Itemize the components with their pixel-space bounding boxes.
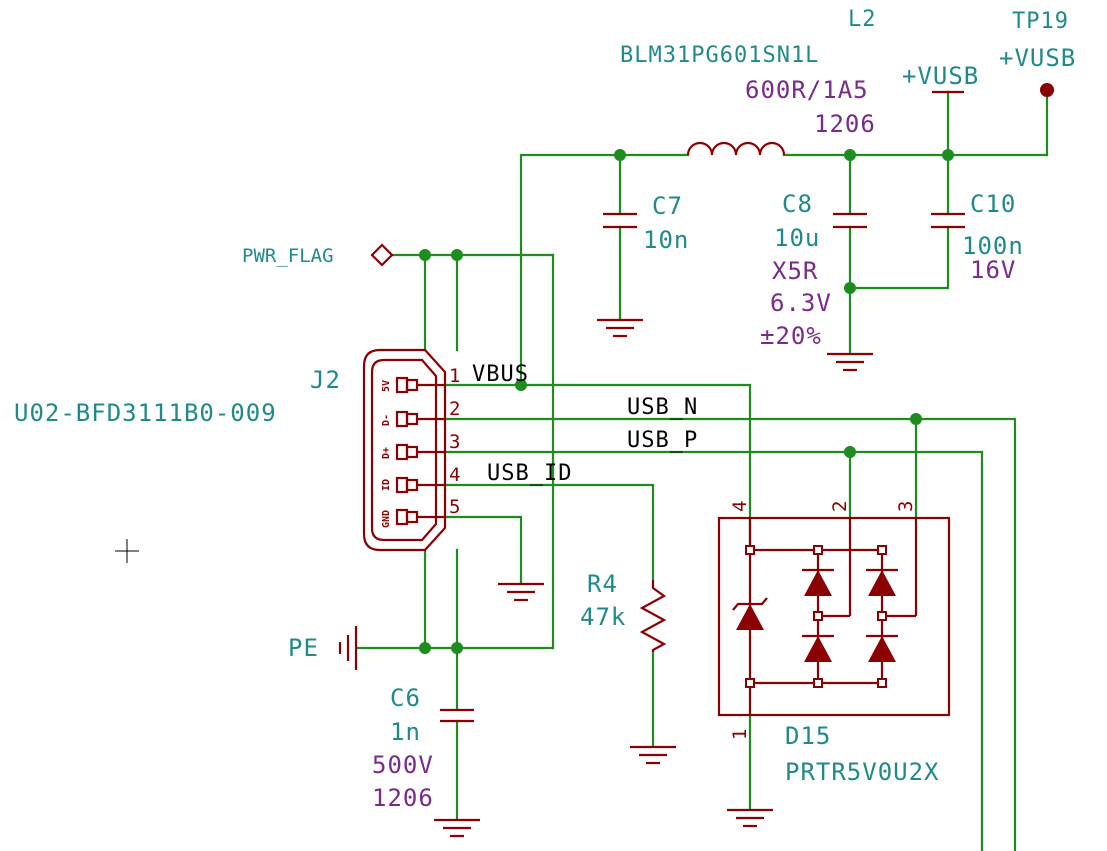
vusb-label: +VUSB bbox=[902, 62, 979, 90]
d15-pin-number-4: 4 bbox=[729, 501, 751, 512]
r4-value: 47k bbox=[580, 603, 626, 631]
capacitor-c10: C10 100n 16V bbox=[931, 190, 1024, 284]
j2-pin-number-1: 1 bbox=[449, 365, 460, 387]
net-label-vbus: VBUS bbox=[472, 362, 529, 387]
j2-pin-number-2: 2 bbox=[449, 398, 460, 420]
c10-ref: C10 bbox=[970, 190, 1016, 218]
d15-part: PRTR5V0U2X bbox=[785, 758, 940, 786]
j2-pin-label-4: ID bbox=[381, 479, 392, 491]
net-labels: VBUS USB_N USB_P USB_ID bbox=[472, 362, 698, 486]
l2-rating: 600R/1A5 bbox=[745, 76, 869, 104]
ground-r4 bbox=[630, 745, 676, 765]
c6-package: 1206 bbox=[372, 784, 434, 812]
j2-pin-label-2: D- bbox=[381, 414, 392, 426]
r4-ref: R4 bbox=[587, 570, 618, 598]
pwr-flag: PWR_FLAG bbox=[242, 243, 394, 267]
d15-pin-number-2: 2 bbox=[829, 501, 851, 512]
c8-dielectric: X5R bbox=[772, 257, 818, 285]
j2-ref: J2 bbox=[310, 366, 341, 394]
crosshair-cursor-icon bbox=[115, 539, 139, 563]
ground-pin5 bbox=[498, 582, 544, 602]
connector-j2: 5V D- D+ ID GND 1 2 3 4 5 J2 U02-BFD3111… bbox=[14, 348, 460, 552]
c8-value: 10u bbox=[774, 224, 820, 252]
net-label-usb-p: USB_P bbox=[627, 428, 698, 453]
j2-part: U02-BFD3111B0-009 bbox=[14, 399, 277, 427]
pe-label: PE bbox=[288, 634, 319, 662]
l2-part: BLM31PG601SN1L bbox=[620, 43, 819, 68]
junction-dots bbox=[419, 149, 954, 654]
wires bbox=[356, 90, 1049, 851]
c7-ref: C7 bbox=[652, 192, 683, 220]
capacitor-c8: C8 10u X5R 6.3V ±20% bbox=[760, 190, 867, 350]
inductor-l2: L2 BLM31PG601SN1L 600R/1A5 1206 bbox=[620, 7, 877, 156]
j2-pin-number-5: 5 bbox=[449, 496, 460, 518]
c10-value: 100n bbox=[962, 232, 1024, 260]
c8-voltage: 6.3V bbox=[770, 289, 832, 317]
capacitor-c6: C6 1n 500V 1206 bbox=[372, 684, 474, 812]
l2-ref: L2 bbox=[848, 7, 877, 32]
ground-c8 bbox=[827, 352, 873, 372]
d15-pin-number-3: 3 bbox=[895, 501, 917, 512]
j2-pin-label-1: 5V bbox=[381, 380, 392, 392]
c6-value: 1n bbox=[390, 718, 421, 746]
net-label-usb-n: USB_N bbox=[627, 395, 698, 420]
j2-pin-label-3: D+ bbox=[381, 447, 392, 459]
net-label-usb-id: USB_ID bbox=[487, 461, 572, 486]
j2-pin-number-4: 4 bbox=[449, 464, 460, 486]
d15-pin-number-1: 1 bbox=[729, 729, 751, 740]
tp19-ref: TP19 bbox=[1012, 9, 1069, 34]
tvs-array-d15: 4 2 3 1 D15 PRTR5V0U bbox=[717, 501, 951, 786]
ground-d15 bbox=[727, 808, 773, 828]
earth-pe: PE bbox=[288, 626, 358, 670]
c6-ref: C6 bbox=[390, 684, 421, 712]
tp19-net: +VUSB bbox=[999, 44, 1076, 72]
testpoint-tp19: TP19 +VUSB bbox=[999, 9, 1076, 97]
c10-voltage: 16V bbox=[970, 256, 1016, 284]
vusb-power-symbol: +VUSB bbox=[902, 62, 979, 94]
pwr-flag-label: PWR_FLAG bbox=[242, 245, 334, 267]
d15-ref: D15 bbox=[785, 722, 831, 750]
ground-c6 bbox=[434, 818, 480, 838]
ground-c7 bbox=[597, 318, 643, 338]
l2-package: 1206 bbox=[814, 110, 876, 138]
capacitor-c7: C7 10n bbox=[603, 192, 689, 254]
resistor-r4: R4 47k bbox=[580, 570, 667, 652]
c8-tolerance: ±20% bbox=[760, 322, 822, 350]
j2-pin-number-3: 3 bbox=[449, 431, 460, 453]
c7-value: 10n bbox=[643, 226, 689, 254]
c8-ref: C8 bbox=[782, 190, 813, 218]
j2-pin-label-5: GND bbox=[381, 510, 392, 528]
c6-voltage: 500V bbox=[372, 751, 434, 779]
